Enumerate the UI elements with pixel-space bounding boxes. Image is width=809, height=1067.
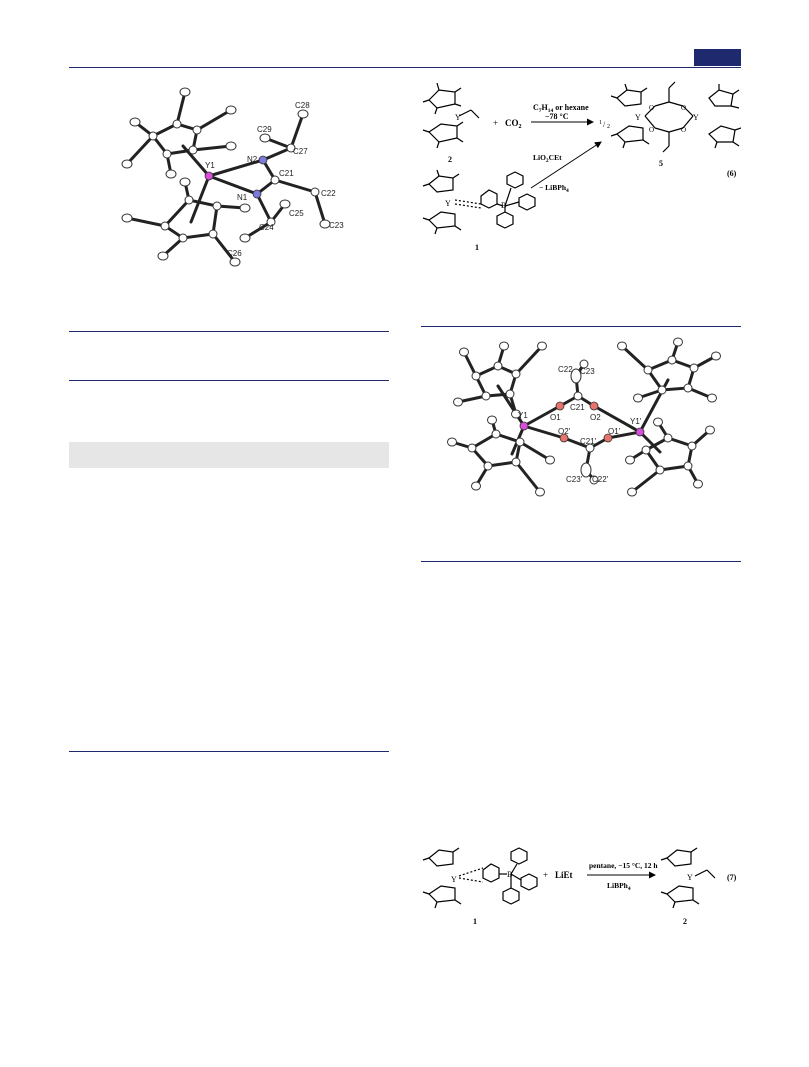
atom-label: O2': [558, 427, 571, 436]
atom-label: B: [507, 870, 512, 879]
atom-label: B: [501, 201, 506, 210]
atom-label: C23': [566, 475, 583, 484]
atom-label: O1': [608, 427, 621, 436]
atom-label: Y: [445, 199, 451, 208]
atom-label: O: [681, 104, 686, 112]
condition-libph4: − LiBPh4: [539, 183, 569, 194]
atom-label: C27: [293, 147, 308, 156]
atom-label: O2: [590, 413, 601, 422]
atom-label: C29: [257, 125, 272, 134]
atom-label: C21': [580, 437, 597, 446]
atom-label: Y: [451, 875, 457, 884]
coefficient-den: 2: [607, 124, 610, 130]
journal-badge: [694, 49, 741, 66]
atom-label: Y1: [205, 161, 215, 170]
atom-label: O1: [550, 413, 561, 422]
coefficient-num: 1: [599, 120, 602, 126]
atom-label: Y1': [630, 417, 642, 426]
reaction-scheme-6: Y 2 + CO2 C7H14 or hexane −78 °C 1 / 2 Y…: [422, 81, 741, 252]
compound-1-structure: [422, 847, 538, 909]
coefficient-slash: /: [603, 120, 606, 129]
atom-label: C21: [570, 403, 585, 412]
atom-label: Y1: [518, 411, 528, 420]
equation-number: (6): [727, 169, 737, 178]
compound-label: 2: [448, 155, 452, 164]
atom-label: C22': [592, 475, 609, 484]
atom-label: C22: [321, 189, 336, 198]
compound-label: 5: [659, 159, 663, 168]
atom-label: O: [649, 126, 654, 134]
atom-label: N2: [247, 155, 258, 164]
atom-label: C23: [580, 367, 595, 376]
compound-2-structure: [660, 847, 716, 909]
reaction-scheme-7: Y B 1 + LiEt pentane, −15 °C, 12 h LiBPh…: [422, 847, 737, 926]
compound-1-structure: [422, 169, 536, 235]
header-rule: [69, 67, 741, 68]
atom-label: Y: [693, 113, 699, 122]
crystal-structure-figure-left: Y1 N1 N2 C21 C22 C23 C24 C25 C26 C27 C28…: [121, 87, 344, 267]
section-rule: [421, 326, 741, 327]
condition-byproduct: LiBPh4: [607, 881, 631, 892]
reagent-liet: LiEt: [555, 870, 573, 880]
section-rule: [69, 331, 389, 332]
plus-sign: +: [543, 870, 548, 880]
section-rule: [69, 380, 389, 381]
compound-label: 1: [473, 917, 477, 926]
section-rule: [69, 751, 389, 752]
condition-temperature: −78 °C: [545, 112, 569, 121]
atom-label: C25: [289, 209, 304, 218]
atom-label: Y: [635, 113, 641, 122]
compound-label: 1: [475, 243, 479, 252]
equation-number: (7): [727, 873, 737, 882]
condition-text: pentane, −15 °C, 12 h: [589, 861, 658, 870]
atom-label: C26: [227, 249, 242, 258]
atom-label: C21: [279, 169, 294, 178]
atom-label: O: [649, 104, 654, 112]
atom-label: Y: [687, 873, 693, 882]
condition-lio2cet: LiO2CEt: [533, 153, 562, 164]
atom-label: C24: [259, 223, 274, 232]
compound-label: 2: [683, 917, 687, 926]
atom-label: C28: [295, 101, 310, 110]
section-rule: [421, 561, 741, 562]
atom-label: Y: [455, 113, 461, 122]
atom-label: N1: [237, 193, 248, 202]
reagent-co2: CO2: [505, 118, 522, 130]
atom-label: C22: [558, 365, 573, 374]
crystal-structure-figure-right: Y1 Y1' O1 O2 O2' O1' C21 C21' C22 C23 C2…: [447, 337, 721, 497]
compound-5-structure: [610, 81, 741, 153]
plus-sign: +: [493, 118, 498, 128]
compound-2-structure: [422, 82, 480, 149]
condition-solvent: C7H14 or hexane: [533, 103, 589, 114]
atom-label: O: [681, 126, 686, 134]
table-header-band: [69, 442, 389, 468]
atom-label: C23: [329, 221, 344, 230]
